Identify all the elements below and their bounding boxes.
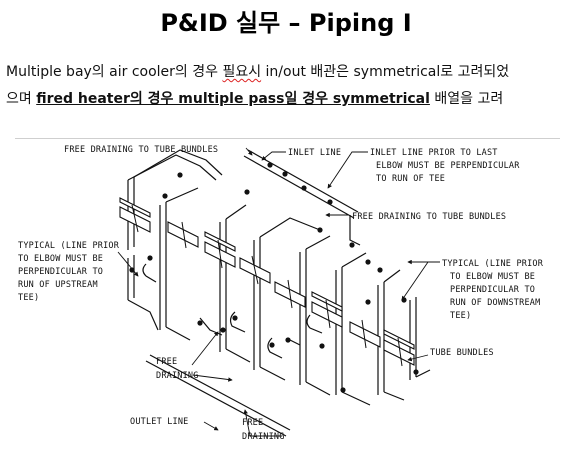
tube-bundle-boxes — [119, 197, 415, 366]
label-free-draining-bot-2: DRAINING — [242, 432, 285, 442]
label-inlet-line: INLET LINE — [288, 148, 341, 158]
label-inlet-prior-3: TO RUN OF TEE — [376, 174, 445, 184]
body-line-2-part-b: 배열을 고려 — [429, 91, 504, 107]
label-typical-left-4: RUN OF UPSTREAM — [18, 280, 98, 290]
piping-diagram-frame — [15, 138, 560, 457]
label-free-draining-top: FREE DRAINING TO TUBE BUNDLES — [64, 145, 218, 155]
label-free-draining-mid-1: FREE — [156, 357, 177, 367]
label-free-draining-mid-2: DRAINING — [156, 371, 199, 381]
label-tube-bundles: TUBE BUNDLES — [430, 348, 494, 358]
leader-lines — [117, 147, 440, 437]
label-typical-right-3: PERPENDICULAR TO — [450, 285, 535, 295]
tee-dots — [129, 162, 419, 393]
body-line-1-part-a: Multiple bay의 air cooler의 경우 — [6, 64, 223, 80]
body-line-2: 으며 fired heater의 경우 multiple pass일 경우 sy… — [6, 88, 503, 108]
label-typical-right-4: RUN OF DOWNSTREAM — [450, 298, 540, 308]
bundle-slashes — [131, 204, 403, 367]
label-typical-right-2: TO ELBOW MUST BE — [450, 272, 535, 282]
body-line-2-part-a: 으며 — [6, 91, 37, 107]
label-typical-right-1: TYPICAL (LINE PRIOR — [442, 259, 544, 269]
label-typical-left-5: TEE) — [18, 293, 39, 303]
label-typical-left-2: TO ELBOW MUST BE — [18, 254, 103, 264]
diagram-labels: FREE DRAINING TO TUBE BUNDLES INLET LINE… — [18, 145, 544, 442]
label-typical-left-3: PERPENDICULAR TO — [18, 267, 103, 277]
label-typical-left-1: TYPICAL (LINE PRIOR — [18, 241, 120, 251]
body-line-1: Multiple bay의 air cooler의 경우 필요시 in/out … — [6, 61, 509, 81]
slide-title: P&ID 실무 – Piping I — [160, 9, 412, 37]
label-inlet-prior-2: ELBOW MUST BE PERPENDICULAR — [376, 161, 520, 171]
label-free-draining-bot-1: FREE — [242, 418, 263, 428]
body-line-1-part-b: in/out 배관은 symmetrical로 고려되었 — [261, 64, 510, 80]
label-typical-right-5: TEE) — [450, 311, 471, 321]
body-line-2-bold: fired heater의 경우 multiple pass일 경우 symme… — [36, 91, 430, 107]
label-free-draining-right: FREE DRAINING TO TUBE BUNDLES — [352, 212, 506, 222]
label-outlet-line: OUTLET LINE — [130, 417, 189, 427]
spellcheck-word: 필요시 — [222, 64, 262, 80]
label-inlet-prior-1: INLET LINE PRIOR TO LAST — [370, 148, 498, 158]
